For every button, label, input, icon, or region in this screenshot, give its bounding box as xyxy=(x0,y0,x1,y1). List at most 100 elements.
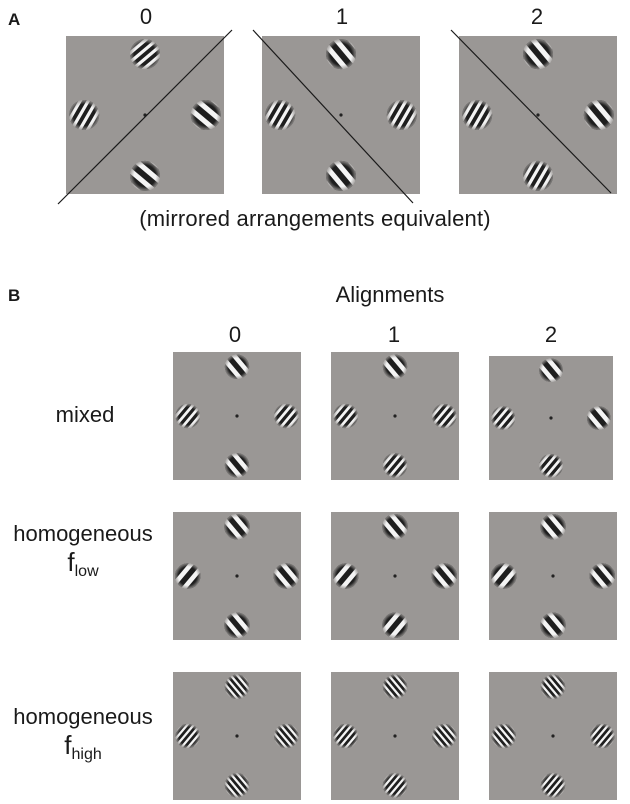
panel-b-stimulus-homogeneous-high-1-patch-left-edge xyxy=(333,723,358,749)
panel-b-stimulus-homogeneous-high-1-patch-right-edge xyxy=(432,723,457,749)
panel-b-stimulus-homogeneous-high-1-patch-left-stripe xyxy=(307,700,330,726)
panel-a-stimulus-1-patch-left-stripe xyxy=(239,80,261,115)
panel-b-stimulus-homogeneous-high-2-patch-left-stripe xyxy=(465,745,488,771)
panel-b-stimulus-mixed-2-patch-left-edge xyxy=(491,406,516,430)
panel-b-stimulus-homogeneous-high-1-patch-left-stripe xyxy=(333,723,335,730)
panel-b-stimulus-homogeneous-low-1-patch-top-stripe xyxy=(413,486,439,515)
panel-b-stimulus-mixed-2-patch-left-stripe xyxy=(491,406,492,412)
panel-b-stimulus-homogeneous-high-2-fixation-dot xyxy=(551,734,555,738)
panel-b-stimulus-homogeneous-high-2-patch-top-edge xyxy=(540,674,566,699)
panel-b-stimulus-mixed-1-patch-right-stripe xyxy=(455,421,457,429)
panel-b-stimulus-homogeneous-high-0-patch-bottom-edge xyxy=(224,773,250,798)
panel-b-stimulus-mixed-1-patch-top xyxy=(382,354,408,379)
panel-a-stimulus-2-patch-top xyxy=(522,2,595,70)
row-label-low-f: f xyxy=(67,547,75,577)
panel-a-stimulus-1-patch-top-edge xyxy=(325,39,357,70)
row-label-homogeneous-low: homogeneous flow xyxy=(0,519,168,586)
panel-b-stimulus-homogeneous-high-0-patch-left-edge xyxy=(175,723,200,749)
panel-b-stimulus-mixed-1-patch-left xyxy=(302,376,358,429)
panel-b-alignment-label-0: 0 xyxy=(228,322,242,347)
panel-b-stimulus-mixed-1-patch-left-edge xyxy=(333,403,358,429)
panel-b-stimulus-homogeneous-low-1-patch-top xyxy=(382,480,446,540)
panel-b-stimulus-homogeneous-high-2-patch-right-stripe xyxy=(618,745,630,771)
panel-a-stimulus-0-patch-right xyxy=(190,99,221,131)
panel-b-stimulus-homogeneous-low-2-patch-right-edge xyxy=(589,563,616,589)
panel-a-stimulus-0-patch-left xyxy=(31,73,100,131)
panel-b-stimulus-mixed-0-patch-right-stripe xyxy=(297,421,299,429)
panel-b-stimulus-mixed-2-patch-right-stripe xyxy=(625,372,630,400)
panel-a-stimulus-1-patch-bottom-stripe xyxy=(284,195,313,228)
panel-b-stimulus-homogeneous-high-2-patch-right-edge xyxy=(590,723,615,749)
panel-a-stimulus-0-patch-top-stripe xyxy=(102,8,134,35)
panel-a-stimulus-0-patch-top-edge xyxy=(129,39,161,70)
panel-b-stimulus-homogeneous-low-1-patch-top-stripe xyxy=(420,480,446,509)
panel-b-stimulus-homogeneous-high-0-patch-right-edge xyxy=(274,723,299,749)
panel-b-stimulus-mixed-2-patch-top xyxy=(539,331,593,383)
panel-b-stimulus-homogeneous-low-1-patch-bottom-stripe xyxy=(413,636,439,665)
panel-b-stimulus-homogeneous-high-0-patch-top-edge xyxy=(224,674,250,699)
panel-a-stimulus-2-patch-left xyxy=(424,73,493,131)
panel-b-stimulus-homogeneous-high-0-patch-right-stripe xyxy=(297,723,299,730)
panel-a-stimulus-2-patch-right-stripe xyxy=(626,63,630,96)
panel-b-stimulus-mixed-1-patch-top-edge xyxy=(382,354,408,379)
panel-b-stimulus-homogeneous-low-0-patch-left-stripe xyxy=(137,529,163,558)
panel-b-stimulus-mixed-1-patch-right xyxy=(432,403,457,429)
panel-a-stimulus-1-patch-top-stripe xyxy=(369,2,398,35)
panel-b-stimulus-mixed-2-patch-top-stripe xyxy=(569,331,593,359)
row-label-mixed: mixed xyxy=(0,400,170,429)
panel-a-stimulus-1-patch-left-stripe xyxy=(233,77,255,112)
panel-b-stimulus-homogeneous-low-0-patch-top-stripe xyxy=(255,486,281,515)
panel-b-stimulus-mixed-0-patch-left-stripe xyxy=(144,376,167,403)
panel-a-stimulus-1-patch-right-edge xyxy=(386,99,417,131)
panel-a-stimulus-1-patch-right-stripe xyxy=(433,122,455,157)
panel-b-stimulus-homogeneous-low-1-fixation-dot xyxy=(393,574,397,578)
panel-a-stimulus-1-patch-left xyxy=(227,73,296,131)
panel-b-stimulus-homogeneous-low-1-patch-left-edge xyxy=(332,563,359,589)
panel-b-stimulus-homogeneous-low-1-patch-bottom xyxy=(382,612,439,665)
panel-b-stimulus-homogeneous-low-0-patch-bottom xyxy=(194,612,250,665)
panel-b-stimulus-mixed-0-patch-top-stripe xyxy=(255,327,280,355)
panel-b-stimulus-mixed-2-fixation-dot xyxy=(549,416,553,420)
panel-b-stimulus-homogeneous-low-0-patch-bottom-stripe xyxy=(194,636,220,665)
panel-b-stimulus-homogeneous-low-1-patch-right-edge xyxy=(431,563,458,589)
panel-a-stimulus-2-patch-left-stripe xyxy=(424,73,446,108)
panel-a-stimulus-0-patch-top xyxy=(102,8,161,70)
panel-b-stimulus-mixed-1-patch-left-stripe xyxy=(333,403,335,411)
panel-b-stimulus-mixed-0-patch-top-stripe xyxy=(263,320,288,348)
panel-b-stimulus-homogeneous-low-1-patch-bottom-edge xyxy=(382,612,408,639)
panel-b-stimulus-mixed-2-patch-bottom-edge xyxy=(539,453,563,478)
panel-a-stimulus-0-patch-left-stripe xyxy=(43,80,65,115)
panel-b-stimulus-homogeneous-low-2-patch-right xyxy=(589,563,616,589)
panel-b-stimulus-homogeneous-low-0-patch-left-stripe xyxy=(144,536,170,565)
panel-b-stimulus-homogeneous-low-1-patch-right xyxy=(431,536,488,589)
panel-a-stimulus-2-patch-left-stripe xyxy=(436,80,458,115)
panel-b-stimulus-mixed-0-patch-top xyxy=(224,320,288,379)
panel-a-stimulus-2-patch-bottom-edge xyxy=(522,160,554,191)
panel-b-stimulus-mixed-0-patch-left-stripe xyxy=(149,379,172,406)
panel-b-stimulus-homogeneous-high-1-patch-right-stripe xyxy=(455,723,457,730)
row-label-homogeneous-low-text: homogeneous xyxy=(13,521,153,546)
panel-b-stimulus-mixed-1-patch-left-stripe xyxy=(302,376,325,403)
panel-b-stimulus-mixed-2-patch-left-stripe xyxy=(464,382,487,408)
row-label-high-subscript: high xyxy=(71,746,102,763)
panel-b-stimulus-homogeneous-low-0-patch-right-edge xyxy=(273,563,300,589)
panel-a-stimulus-0-patch-left-stripe xyxy=(31,73,53,108)
panel-b-stimulus-homogeneous-low-2-patch-left xyxy=(490,563,517,589)
panel-b-stimulus-homogeneous-low-2-patch-top-stripe xyxy=(571,486,597,515)
row-label-homogeneous-high-text: homogeneous xyxy=(13,704,153,729)
panel-a-stimulus-1-fixation-dot xyxy=(339,113,343,117)
panel-b-stimulus-homogeneous-low-2-patch-bottom-edge xyxy=(540,612,566,639)
panel-a-stimulus-2-patch-bottom xyxy=(522,160,554,191)
panel-a-alignment-label-2: 2 xyxy=(530,4,544,29)
panel-a-symmetry-line-0 xyxy=(57,29,233,205)
panel-b-stimulus-homogeneous-low-2-patch-bottom xyxy=(510,612,566,665)
panel-a-stimulus-2-patch-top-stripe xyxy=(566,2,595,35)
panel-b-stimulus-mixed-0-patch-right-stripe xyxy=(302,426,325,453)
panel-b-stimulus-homogeneous-low-2-patch-left-edge xyxy=(490,563,517,589)
panel-b-stimulus-homogeneous-low-2-patch-bottom-stripe xyxy=(510,636,536,665)
panel-a-stimulus-1-patch-left-stripe xyxy=(227,73,249,108)
panel-b-stimulus-homogeneous-low-1-patch-right-stripe xyxy=(462,536,488,565)
panel-b-stimulus-mixed-1-patch-bottom-stripe xyxy=(416,479,439,506)
panel-b-stimulus-mixed-2-patch-right-edge xyxy=(586,406,611,430)
